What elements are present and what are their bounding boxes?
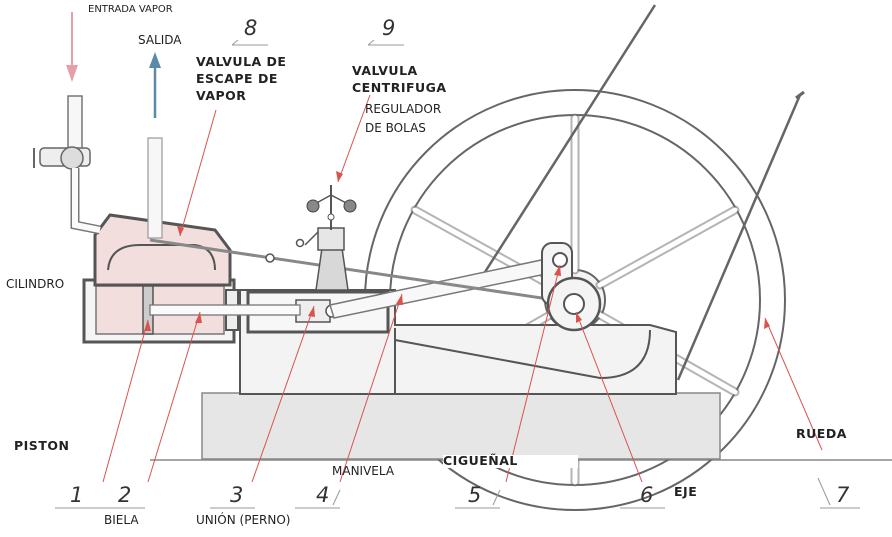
label-regulador-line2: DE BOLAS — [365, 121, 426, 135]
label-valvula-centrifuga: VALVULA CENTRIFUGA — [352, 62, 447, 96]
piston-rod — [149, 304, 301, 316]
number-9: 9 — [382, 16, 396, 40]
base-plinth — [201, 392, 721, 460]
label-union: UNIÓN (PERNO) — [196, 513, 291, 527]
number-4: 4 — [316, 483, 330, 507]
label-valvula-centrifuga-line1: VALVULA — [352, 63, 418, 78]
label-rueda: RUEDA — [796, 426, 847, 441]
label-valvula-escape: VALVULA DE ESCAPE DE VAPOR — [196, 53, 286, 104]
label-valvula-escape-line2: ESCAPE DE — [196, 71, 278, 86]
belt-right — [676, 94, 802, 381]
valve-rod — [149, 238, 556, 302]
label-manivela: MANIVELA — [332, 464, 395, 478]
label-ciguenal: CIGUEÑAL — [443, 454, 578, 468]
label-valvula-escape-line3: VAPOR — [196, 88, 247, 103]
label-piston: PISTON — [14, 438, 70, 453]
label-cilindro: CILINDRO — [6, 277, 65, 291]
number-2: 2 — [118, 483, 132, 507]
number-6: 6 — [640, 483, 654, 507]
steam-pipes — [33, 95, 163, 239]
number-3: 3 — [230, 483, 244, 507]
number-1: 1 — [70, 483, 84, 507]
number-8: 8 — [244, 16, 258, 40]
label-salida: SALIDA — [138, 33, 182, 47]
label-eje: EJE — [674, 484, 698, 499]
number-5: 5 — [468, 483, 482, 507]
belt-left — [476, 4, 657, 284]
label-biela: BIELA — [104, 513, 139, 527]
label-regulador-line1: REGULADOR — [365, 102, 442, 116]
label-valvula-centrifuga-line2: CENTRIFUGA — [352, 80, 447, 95]
number-7: 7 — [836, 483, 850, 507]
label-entrada-vapor: ENTRADA VAPOR — [88, 4, 173, 15]
label-valvula-escape-line1: VALVULA DE — [196, 54, 287, 69]
label-regulador: REGULADOR DE BOLAS — [365, 100, 441, 138]
ball-governor — [295, 185, 357, 291]
